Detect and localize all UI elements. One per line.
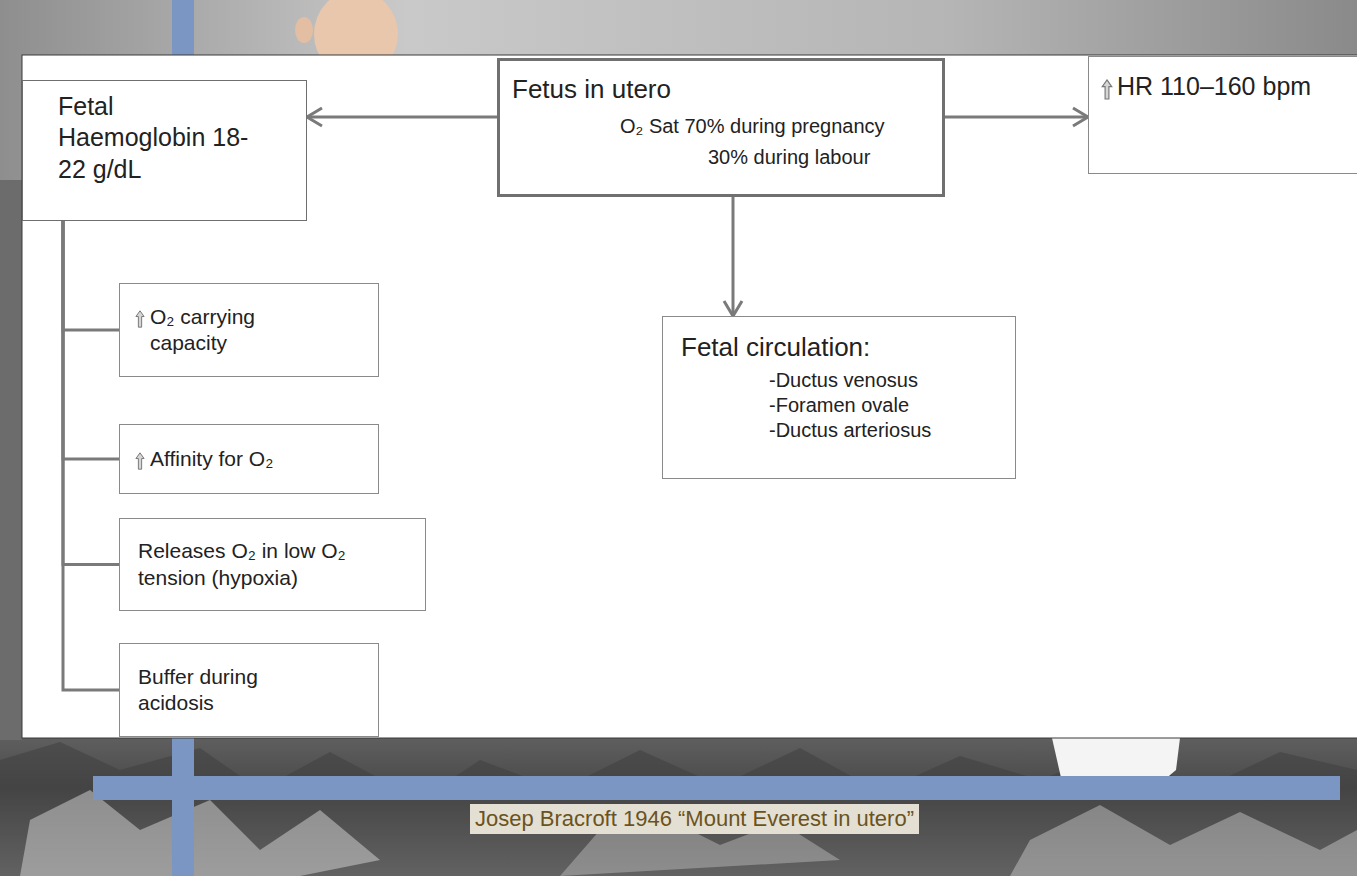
text-box: Releases O₂ in low O₂ tension (hypoxia) <box>119 518 426 611</box>
connector-arrow <box>63 221 119 690</box>
connector-arrow <box>945 108 1088 126</box>
node-text: Affinity for O₂ <box>150 446 273 472</box>
arrow-head <box>1073 108 1088 126</box>
connector-arrow <box>63 221 119 330</box>
connector-arrow <box>307 108 497 126</box>
text-box: O₂ carrying capacity <box>119 283 379 377</box>
blue-bar <box>93 776 1340 800</box>
text-box: HR 110–160 bpm <box>1088 56 1357 174</box>
connector-line <box>63 221 119 690</box>
rock-texture <box>20 790 380 876</box>
node-text: -Ductus venosus <box>769 368 1003 393</box>
node-text: 30% during labour <box>708 145 930 170</box>
rock-texture <box>0 180 22 740</box>
node-text: -Foramen ovale <box>769 393 1003 418</box>
connector-arrow <box>724 197 742 316</box>
arrow-head <box>724 301 742 316</box>
icon-row: HR 110–160 bpm <box>1101 71 1349 102</box>
up-arrow-symbol <box>134 310 146 328</box>
rock-texture <box>1010 805 1357 876</box>
connector-arrow <box>63 221 119 459</box>
icon-row: O₂ carrying capacity <box>134 304 364 357</box>
connector-line <box>63 221 119 565</box>
node-text: Releases O₂ in low O₂ tension (hypoxia) <box>138 538 378 591</box>
caption: Josep Bracroft 1946 “Mount Everest in ut… <box>470 804 919 834</box>
text-box: Buffer during acidosis <box>119 643 379 737</box>
node-text: Fetal circulation: <box>681 331 1003 364</box>
node-text: Fetus in utero <box>512 73 930 106</box>
node-text: Fetal Haemoglobin 18-22 g/dL <box>58 91 263 185</box>
up-arrow-symbol <box>1101 79 1113 100</box>
up-arrow-symbol <box>136 453 144 469</box>
icon-row: Affinity for O₂ <box>134 446 364 472</box>
node-text: -Ductus arteriosus <box>769 418 1003 443</box>
arrow-head <box>307 108 322 126</box>
up-arrow-symbol <box>136 311 144 327</box>
connector-line <box>63 221 119 459</box>
connector-line <box>307 116 497 119</box>
connector-line <box>732 197 735 316</box>
node-text: O₂ Sat 70% during pregnancy <box>620 114 930 139</box>
node-text: O₂ carrying capacity <box>150 304 300 357</box>
connector-line <box>945 116 1088 119</box>
baby-illustration <box>295 17 313 43</box>
node-text: Buffer during acidosis <box>138 664 308 717</box>
up-arrow-symbol <box>1102 80 1112 99</box>
text-box: Fetal circulation: -Ductus venosus-Forame… <box>662 316 1016 479</box>
node-text: HR 110–160 bpm <box>1117 71 1311 102</box>
text-box: Fetus in utero O₂ Sat 70% during pregnanc… <box>497 58 945 197</box>
white-panel <box>22 55 1357 738</box>
text-box: Affinity for O₂ <box>119 424 379 494</box>
connector-arrow <box>63 221 119 565</box>
connector-line <box>63 221 119 330</box>
up-arrow-symbol <box>134 452 146 470</box>
text-box: Fetal Haemoglobin 18-22 g/dL <box>22 80 307 221</box>
